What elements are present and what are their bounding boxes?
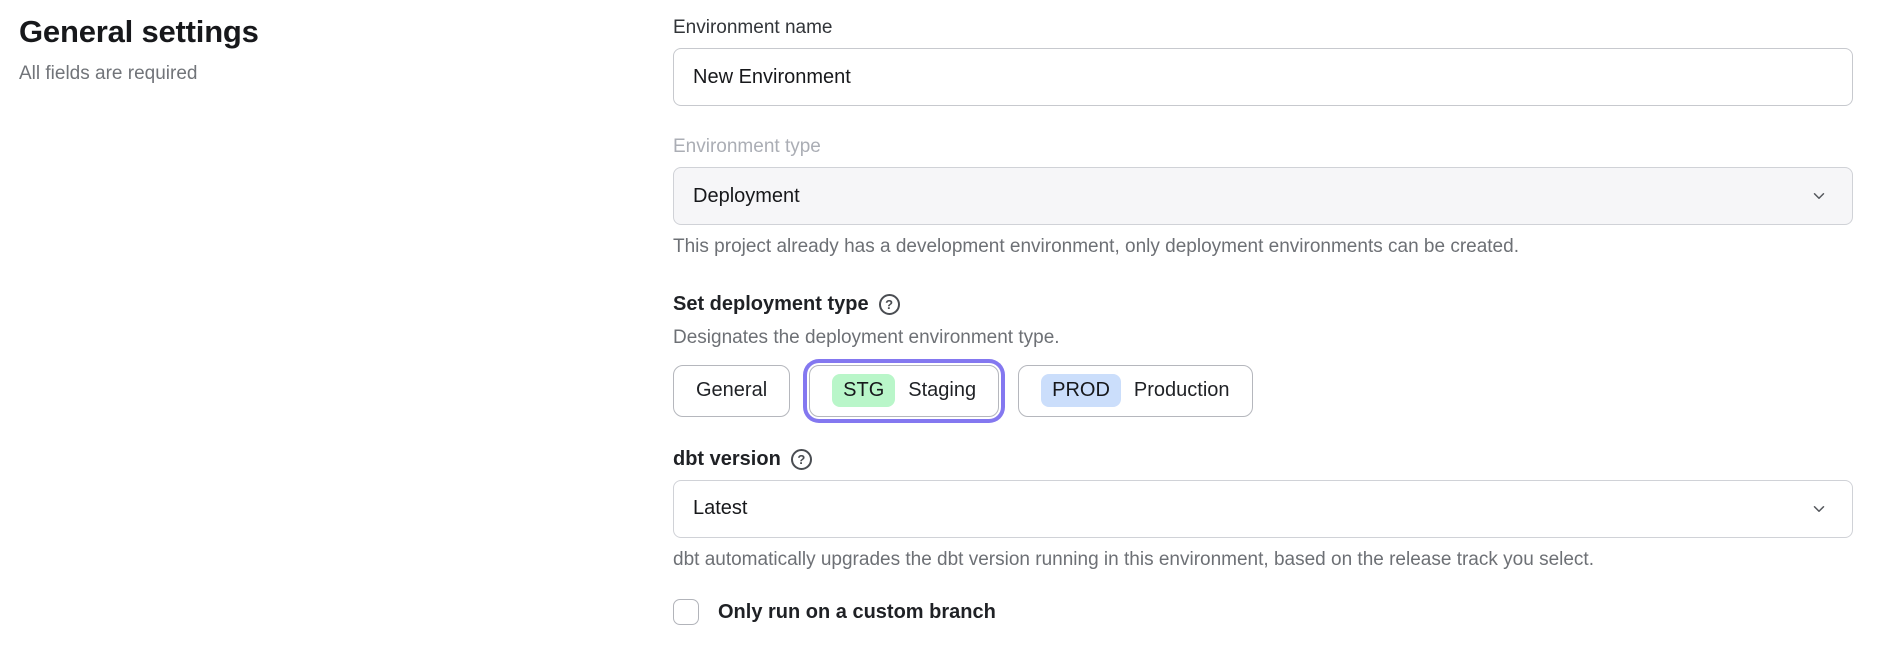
production-option-label: Production [1133, 379, 1230, 402]
deployment-type-staging-button[interactable]: STG Staging [809, 364, 1000, 417]
deployment-type-options: General STG Staging PROD Production [673, 364, 1853, 417]
environment-name-label: Environment name [673, 17, 833, 38]
dbt-version-value: Latest [693, 497, 748, 520]
stg-badge: STG [832, 374, 896, 408]
dbt-version-help-icon[interactable]: ? [790, 448, 812, 470]
dbt-version-helper: dbt automatically upgrades the dbt versi… [673, 548, 1594, 570]
custom-branch-row[interactable]: Only run on a custom branch [673, 599, 1853, 626]
deployment-type-heading: Set deployment type [673, 292, 869, 315]
page-header: General settings All fields are required [19, 14, 259, 85]
page-subtitle: All fields are required [19, 63, 198, 84]
environment-type-helper: This project already has a development e… [673, 236, 1519, 257]
environment-name-group: Environment name [673, 17, 1853, 106]
page-title: General settings [19, 14, 259, 49]
environment-name-input[interactable] [673, 48, 1853, 106]
custom-branch-label: Only run on a custom branch [718, 600, 996, 623]
dbt-version-heading-row: dbt version ? [673, 448, 1853, 471]
deployment-type-section: Set deployment type ? Designates the dep… [673, 293, 1853, 417]
dbt-version-section: dbt version ? Latest dbt automatically u… [673, 448, 1853, 572]
deployment-type-production-button[interactable]: PROD Production [1018, 364, 1253, 417]
deployment-type-heading-row: Set deployment type ? [673, 293, 1853, 316]
chevron-down-icon [1813, 505, 1825, 512]
environment-type-value: Deployment [693, 184, 800, 207]
environment-type-group: Environment type Deployment This project… [673, 136, 1853, 259]
chevron-down-icon [1813, 193, 1825, 199]
deployment-type-general-button[interactable]: General [673, 364, 791, 417]
dbt-version-heading: dbt version [673, 447, 781, 470]
prod-badge: PROD [1041, 374, 1121, 408]
environment-form: Environment name Environment type Deploy… [673, 17, 1853, 626]
deployment-type-description: Designates the deployment environment ty… [673, 326, 1060, 348]
custom-branch-checkbox[interactable] [673, 599, 699, 626]
environment-type-label: Environment type [673, 136, 821, 157]
general-option-label: General [696, 379, 768, 402]
deployment-type-help-icon[interactable]: ? [878, 293, 900, 315]
environment-type-select: Deployment [673, 167, 1853, 225]
staging-option-label: Staging [908, 379, 977, 402]
dbt-version-select[interactable]: Latest [673, 479, 1853, 538]
